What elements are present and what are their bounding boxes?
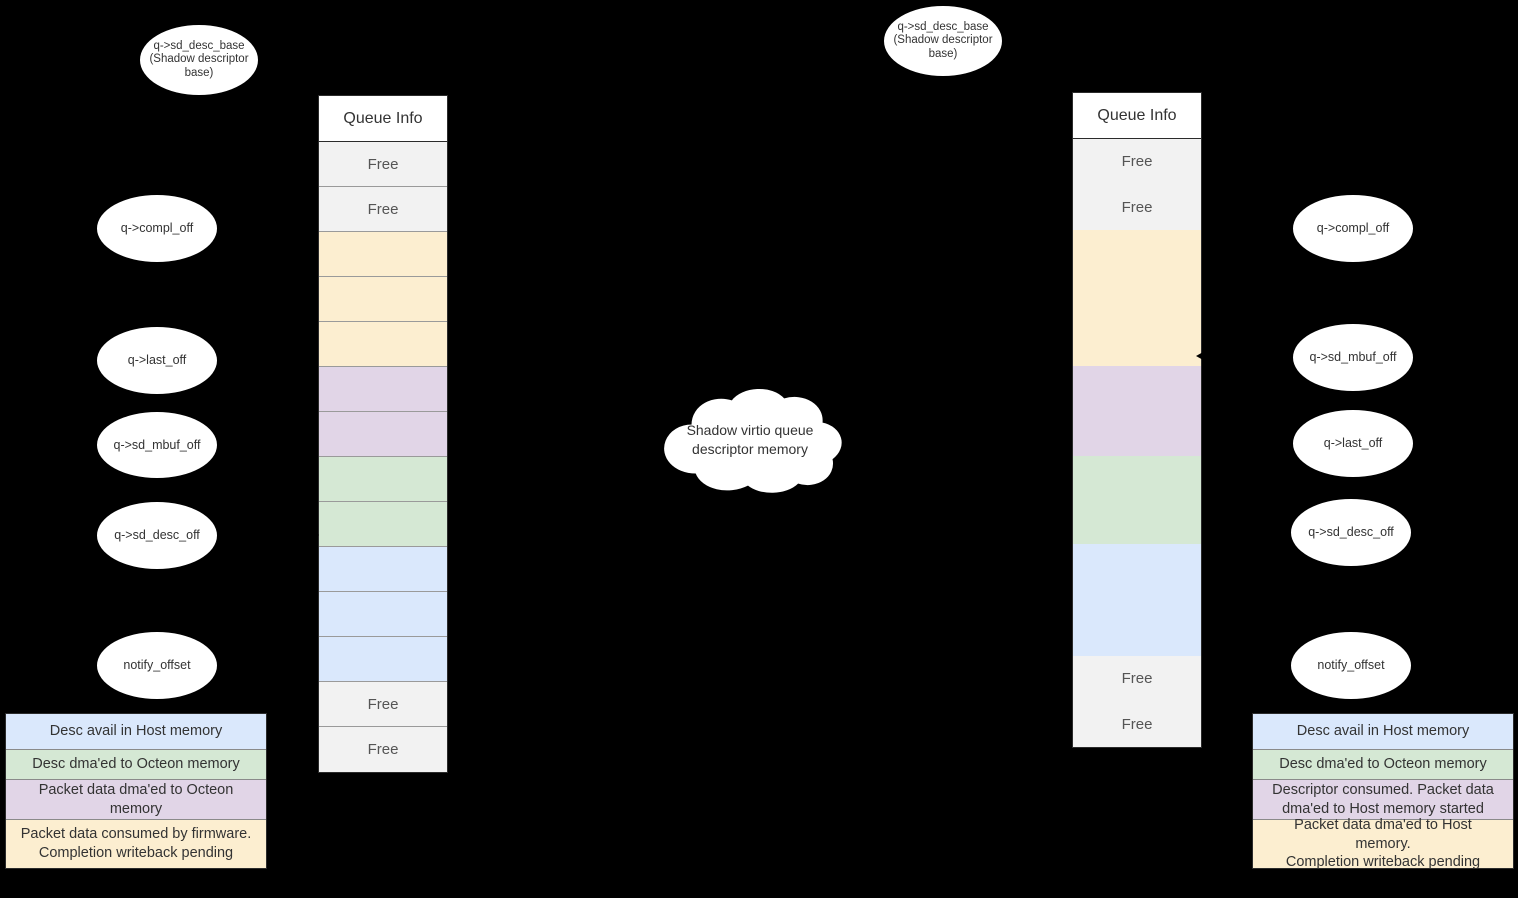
shadow-descriptor-memory-cloud: Shadow virtio queue descriptor memory (652, 385, 848, 495)
left-queue-row (319, 637, 447, 682)
right-queue-info-header: Queue Info (1073, 93, 1201, 139)
left-queue-row (319, 367, 447, 412)
right-pointer-sd-desc-off: q->sd_desc_off (1291, 499, 1411, 566)
left-queue-info-header: Queue Info (319, 96, 447, 142)
right-legend-item: Desc avail in Host memory (1253, 714, 1513, 750)
left-pointer-sd-desc-off: q->sd_desc_off (97, 502, 217, 569)
left-queue-row (319, 232, 447, 277)
right-pointer-last-off: q->last_off (1293, 410, 1413, 477)
left-queue-row: Free (319, 187, 447, 232)
right-queue-block (1073, 544, 1201, 656)
left-queue-row (319, 322, 447, 367)
left-pointer-notify-offset: notify_offset (97, 632, 217, 699)
right-sd-desc-base-ellipse: q->sd_desc_base (Shadow descriptor base) (884, 6, 1002, 76)
right-legend-item: Desc dma'ed to Octeon memory (1253, 750, 1513, 780)
left-legend-item: Packet data consumed by firmware. Comple… (6, 820, 266, 868)
right-sd-mbuf-off-arrow-icon (1196, 351, 1205, 361)
left-sd-desc-base-ellipse: q->sd_desc_base (Shadow descriptor base) (140, 25, 258, 95)
right-queue-block (1073, 230, 1201, 366)
left-queue-row (319, 592, 447, 637)
right-queue-block: Free (1073, 701, 1201, 747)
left-legend-item: Packet data dma'ed to Octeon memory (6, 780, 266, 820)
right-queue-block: Free (1073, 139, 1201, 184)
left-queue-row: Free (319, 142, 447, 187)
right-queue-block (1073, 366, 1201, 456)
left-queue-row (319, 277, 447, 322)
right-queue-block (1073, 456, 1201, 544)
left-sd-desc-off-arrow-icon (310, 530, 319, 540)
left-legend-item: Desc dma'ed to Octeon memory (6, 750, 266, 780)
right-pointer-sd-mbuf-off: q->sd_mbuf_off (1293, 324, 1413, 391)
left-queue-row (319, 412, 447, 457)
left-queue-row (319, 547, 447, 592)
left-pointer-last-off: q->last_off (97, 327, 217, 394)
left-queue-row (319, 502, 447, 547)
left-pointer-compl-off: q->compl_off (97, 195, 217, 262)
left-queue-row: Free (319, 682, 447, 727)
right-queue-block: Free (1073, 184, 1201, 230)
right-pointer-notify-offset: notify_offset (1291, 632, 1411, 699)
left-pointer-sd-mbuf-off: q->sd_mbuf_off (97, 412, 217, 478)
right-legend-item: Descriptor consumed. Packet data dma'ed … (1253, 780, 1513, 820)
right-legend-item: Packet data dma'ed to Host memory. Compl… (1253, 817, 1513, 870)
left-queue-row (319, 457, 447, 502)
right-queue-block: Free (1073, 656, 1201, 701)
left-queue-row: Free (319, 727, 447, 772)
left-legend-item: Desc avail in Host memory (6, 714, 266, 750)
right-pointer-compl-off: q->compl_off (1293, 195, 1413, 262)
